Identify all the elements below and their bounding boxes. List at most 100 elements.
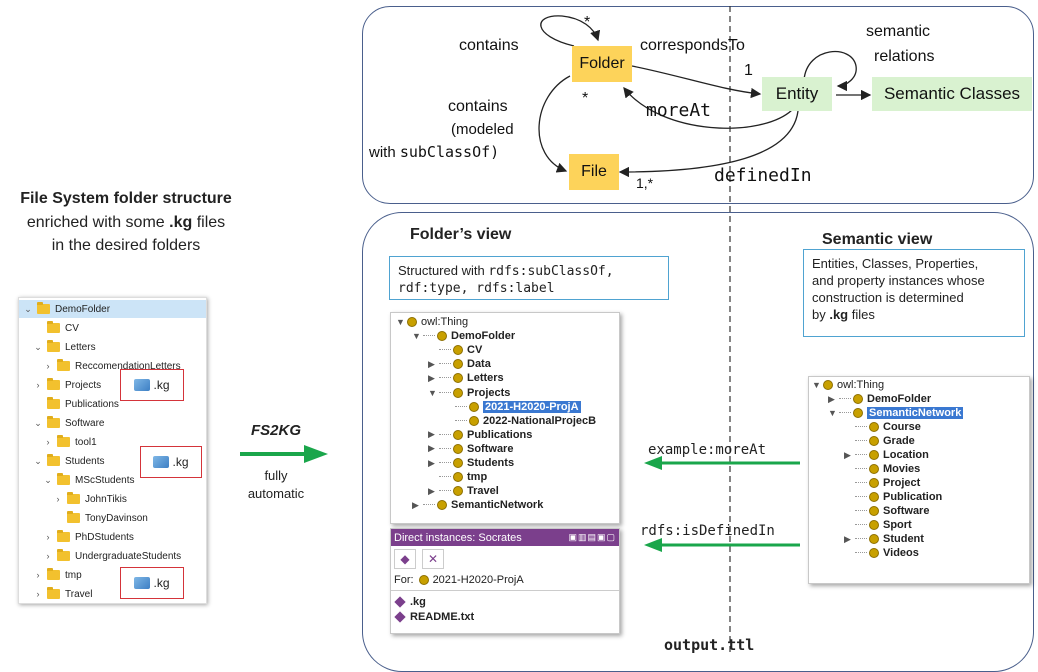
class-tree-node[interactable]: ▶Letters xyxy=(428,370,504,386)
file-explorer-item[interactable]: ⌄Students xyxy=(32,452,104,470)
folders-view-info: Structured with rdfs:subClassOf, rdf:typ… xyxy=(389,256,669,300)
kg-file-tmp[interactable]: .kg xyxy=(120,567,184,599)
class-tree-node[interactable]: ▶Publications xyxy=(428,427,532,443)
expand-closed-icon[interactable]: ▶ xyxy=(428,372,435,383)
class-tree-label: Publication xyxy=(883,491,943,503)
chevron-down-icon[interactable]: ⌄ xyxy=(44,474,52,485)
class-tree-node[interactable]: ▶Students xyxy=(428,455,514,471)
expand-closed-icon[interactable]: ▶ xyxy=(428,443,435,454)
file-explorer-item[interactable]: ⌄MScStudents xyxy=(42,471,134,489)
label-contains-side: contains xyxy=(448,98,508,115)
file-explorer-item[interactable]: ›PhDStudents xyxy=(42,528,134,546)
expand-closed-icon[interactable]: ▶ xyxy=(428,457,435,468)
expand-closed-icon[interactable]: ▶ xyxy=(428,429,435,440)
file-explorer-item[interactable]: ›UndergraduateStudents xyxy=(42,547,181,565)
class-tree-node[interactable]: ▼SemanticNetwork xyxy=(828,405,964,421)
tool-desc-line2: automatic xyxy=(247,486,305,501)
class-tree-node[interactable]: ▼owl:Thing xyxy=(396,314,468,330)
instances-header-controls[interactable]: ▣▥▤▣▢ xyxy=(568,532,616,542)
instances-for-row: For: 2021-H2020-ProjA xyxy=(394,574,524,586)
file-explorer-item[interactable]: ⌄Letters xyxy=(32,338,96,356)
chevron-right-icon[interactable]: › xyxy=(36,570,40,580)
class-icon xyxy=(453,345,463,356)
expand-closed-icon[interactable]: ▶ xyxy=(428,485,435,496)
tree-connector xyxy=(423,335,435,337)
file-explorer-item[interactable]: ⌄DemoFolder xyxy=(22,300,110,318)
expand-closed-icon[interactable]: ▶ xyxy=(828,393,835,404)
kg-file-students[interactable]: .kg xyxy=(140,446,202,478)
chevron-down-icon[interactable]: ⌄ xyxy=(34,341,42,352)
chevron-right-icon[interactable]: › xyxy=(46,551,50,561)
class-tree-label: Course xyxy=(883,421,921,433)
class-tree-node[interactable]: Course xyxy=(844,419,921,435)
folder-icon xyxy=(47,340,60,352)
chevron-right-icon[interactable]: › xyxy=(36,380,40,390)
class-tree-node[interactable]: CV xyxy=(428,342,482,358)
chevron-right-icon[interactable]: › xyxy=(56,494,60,504)
file-explorer-item-label: tool1 xyxy=(75,436,97,448)
chevron-down-icon[interactable]: ⌄ xyxy=(24,303,32,314)
expand-closed-icon[interactable]: ▶ xyxy=(428,358,435,369)
file-explorer-item[interactable]: CV xyxy=(32,319,79,337)
expand-open-icon[interactable]: ▼ xyxy=(828,408,837,418)
class-tree-node[interactable]: ▶Data xyxy=(428,356,491,372)
file-explorer-item[interactable]: ›tmp xyxy=(32,566,82,584)
class-tree-node[interactable]: 2021-H2020-ProjA xyxy=(444,399,581,415)
instance-item[interactable]: .kg xyxy=(394,594,426,610)
class-tree-node[interactable]: Software xyxy=(844,503,929,519)
kg-file-label: .kg xyxy=(172,455,189,469)
tree-connector xyxy=(423,504,435,506)
class-tree-node[interactable]: ▶SemanticNetwork xyxy=(412,497,543,513)
add-instance-button[interactable]: ◆ xyxy=(394,549,416,569)
class-tree-node[interactable]: Publication xyxy=(844,489,942,505)
chevron-right-icon[interactable]: › xyxy=(46,361,50,371)
file-explorer-item[interactable]: Publications xyxy=(32,395,119,413)
chevron-right-icon[interactable]: › xyxy=(36,589,40,599)
class-icon xyxy=(869,520,879,530)
class-icon xyxy=(437,331,447,342)
chevron-down-icon[interactable]: ⌄ xyxy=(34,455,42,466)
tree-connector xyxy=(439,433,451,436)
file-explorer-item[interactable]: ›JohnTikis xyxy=(52,490,127,508)
class-tree-node[interactable]: ▶Software xyxy=(428,441,513,457)
class-icon xyxy=(437,500,447,511)
class-tree-node[interactable]: 2022-NationalProjecB xyxy=(444,413,596,429)
expand-closed-icon[interactable]: ▶ xyxy=(844,533,851,544)
file-explorer-item[interactable]: ›Projects xyxy=(32,376,101,394)
chevron-right-icon[interactable]: › xyxy=(46,437,50,447)
class-tree-node[interactable]: ▶Student xyxy=(844,531,924,547)
file-explorer-item[interactable]: ›Travel xyxy=(32,585,92,603)
file-explorer-item[interactable]: TonyDavinson xyxy=(52,509,148,527)
chevron-right-icon[interactable]: › xyxy=(46,532,50,542)
expand-open-icon[interactable]: ▼ xyxy=(428,387,437,398)
class-tree-node[interactable]: Grade xyxy=(844,433,915,449)
expand-open-icon[interactable]: ▼ xyxy=(412,331,421,342)
class-tree-node[interactable]: ▼DemoFolder xyxy=(412,328,515,344)
class-tree-node[interactable]: Movies xyxy=(844,461,920,477)
instance-item[interactable]: README.txt xyxy=(394,609,474,625)
class-tree-node[interactable]: ▼Projects xyxy=(428,385,510,401)
class-tree-label: Project xyxy=(883,477,921,489)
class-tree-node[interactable]: ▶Location xyxy=(844,447,929,463)
class-tree-node[interactable]: Sport xyxy=(844,517,912,533)
fs-subtitle-post: files xyxy=(192,214,226,231)
class-tree-node[interactable]: ▶Travel xyxy=(428,483,499,499)
class-tree-node[interactable]: Videos xyxy=(844,545,919,561)
semantic-view-title: Semantic view xyxy=(822,231,933,248)
class-tree-node[interactable]: Project xyxy=(844,475,920,491)
file-explorer-item[interactable]: ›ReccomendationLetters xyxy=(42,357,181,375)
kg-file-projects[interactable]: .kg xyxy=(120,369,184,401)
class-tree-node[interactable]: ▶DemoFolder xyxy=(828,391,931,407)
file-explorer-item[interactable]: › tool1 xyxy=(42,433,97,451)
folder-icon xyxy=(47,454,60,466)
class-tree-node[interactable]: tmp xyxy=(428,469,487,485)
delete-instance-button[interactable]: ✕ xyxy=(422,549,444,569)
chevron-down-icon[interactable]: ⌄ xyxy=(34,417,42,428)
expand-open-icon[interactable]: ▼ xyxy=(812,380,821,390)
folders-view-title: Folder’s view xyxy=(410,226,512,243)
expand-open-icon[interactable]: ▼ xyxy=(396,317,405,327)
file-explorer-item[interactable]: ⌄Software xyxy=(32,414,104,432)
expand-closed-icon[interactable]: ▶ xyxy=(844,449,851,460)
expand-closed-icon[interactable]: ▶ xyxy=(412,499,419,510)
class-tree-node[interactable]: ▼owl:Thing xyxy=(812,377,884,393)
